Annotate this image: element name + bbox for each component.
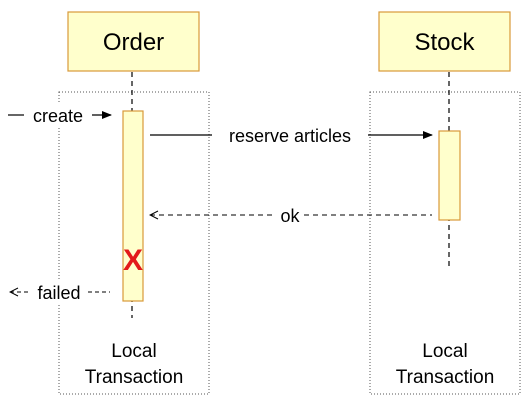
ok-label-bg [276, 204, 304, 226]
create-label: create [33, 106, 83, 126]
participant-stock: Stock [378, 11, 511, 72]
participant-order-label: Order [103, 29, 164, 56]
order-local-transaction-label-line1: Local [111, 341, 156, 362]
stock-local-transaction-label-line1: Local [422, 341, 467, 362]
message-reserve-articles: reserve articles [150, 124, 433, 146]
message-failed: failed [10, 281, 110, 303]
stock-activation-bar [438, 130, 461, 221]
failed-label: failed [37, 283, 80, 303]
failure-mark: X [123, 244, 143, 277]
order-local-transaction-label-line2: Transaction [85, 367, 184, 388]
create-label-bg [25, 104, 91, 126]
participant-order: Order [67, 11, 200, 72]
stock-local-transaction-frame [369, 91, 521, 395]
message-ok: ok [150, 204, 432, 226]
failed-label-bg [30, 281, 88, 303]
stock-local-transaction-label-line2: Transaction [396, 367, 495, 388]
reserve-label: reserve articles [229, 126, 351, 146]
participant-stock-label: Stock [414, 29, 475, 56]
order-local-transaction-frame [58, 91, 210, 395]
reserve-label-bg [212, 124, 368, 146]
participant-stock-box [378, 11, 511, 72]
message-create: create [8, 104, 112, 126]
ok-label: ok [280, 206, 300, 226]
participant-order-box [67, 11, 200, 72]
order-activation-bar [122, 110, 144, 302]
